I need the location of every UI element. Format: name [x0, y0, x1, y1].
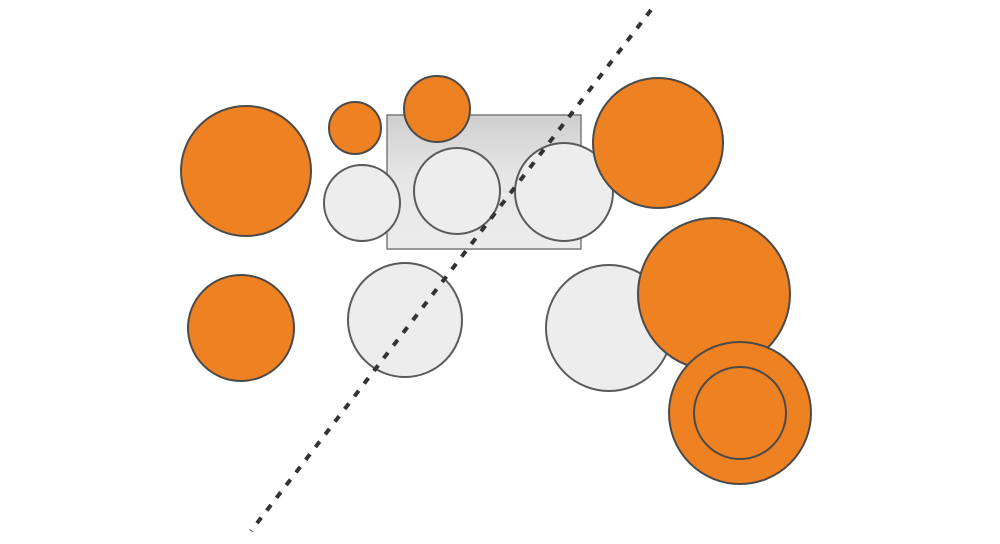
orange-circle-small-top-left [328, 101, 382, 155]
gray-circle-upper-right [514, 142, 614, 242]
orange-circle-bottom-right [668, 341, 812, 485]
gray-circle-upper-left [323, 164, 401, 242]
dashed-divider-line [249, 8, 653, 533]
orange-circle-large-top-right [592, 77, 724, 209]
orange-circle-medium-left [187, 274, 295, 382]
gray-circle-upper-middle [413, 147, 501, 235]
orange-circle-small-top-middle [403, 75, 471, 143]
orange-circle-large-left [180, 105, 312, 237]
orange-circle-bottom-right-inner-ring [693, 366, 787, 460]
